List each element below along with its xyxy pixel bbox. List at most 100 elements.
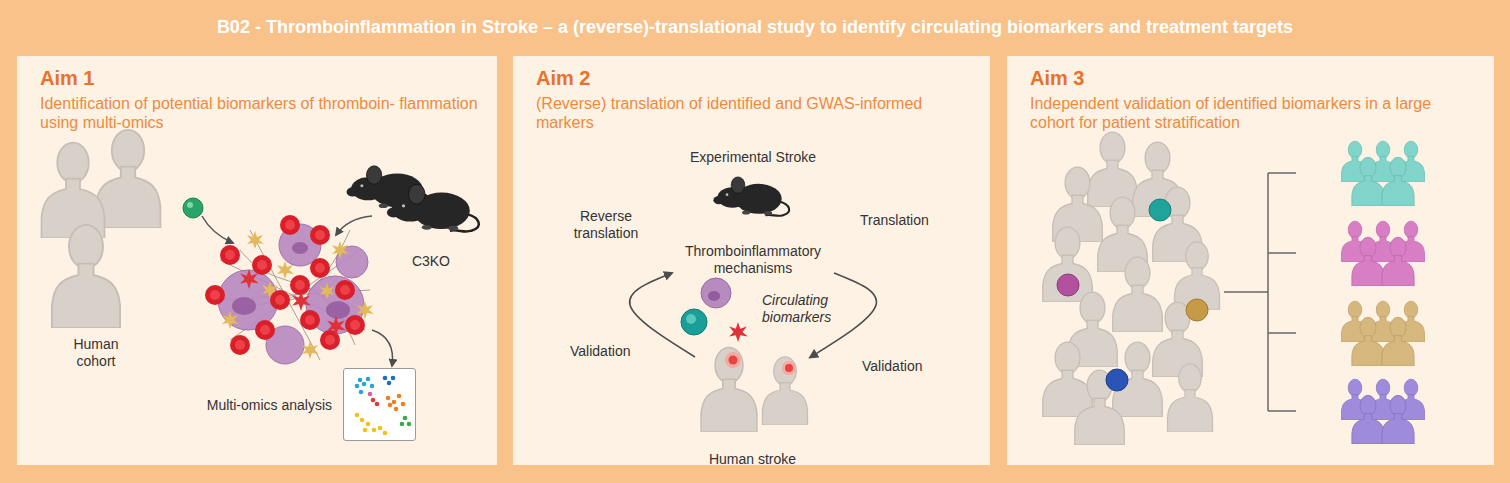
platelet bbox=[222, 311, 239, 329]
person-silhouette bbox=[1043, 227, 1093, 302]
cluster bbox=[386, 394, 406, 412]
figure-label: C3KO bbox=[412, 253, 450, 270]
bracket-line bbox=[1267, 173, 1269, 411]
mouse-icon bbox=[347, 166, 432, 210]
experimental-stroke-group: Experimental StrokeThromboinflammatory m… bbox=[672, 145, 834, 277]
nucleus bbox=[292, 242, 308, 254]
data-point bbox=[383, 376, 388, 381]
red-blood-cell bbox=[230, 335, 250, 355]
figure-label: Experimental Stroke bbox=[672, 149, 834, 166]
cluster bbox=[368, 392, 380, 407]
figure-label: Multi-omics analysis bbox=[196, 397, 332, 414]
person-silhouette bbox=[96, 130, 161, 228]
fibrin-strand bbox=[240, 250, 355, 345]
aim-panel: Human cohortC3KOMulti-omics analysisAim … bbox=[17, 56, 497, 465]
bracket-line bbox=[1224, 291, 1268, 293]
red-blood-cell bbox=[310, 258, 330, 278]
nucleus bbox=[708, 291, 720, 301]
person-silhouette bbox=[1113, 342, 1163, 417]
cluster bbox=[383, 376, 396, 386]
cluster bbox=[355, 377, 375, 395]
person-silhouette bbox=[1043, 342, 1093, 417]
person-silhouette bbox=[1068, 292, 1118, 367]
data-point bbox=[407, 422, 412, 427]
stratification-bracket bbox=[1224, 173, 1296, 411]
red-blood-cell bbox=[255, 320, 275, 340]
leukocyte bbox=[279, 224, 321, 266]
stroke-lesion-glow bbox=[782, 361, 796, 375]
platelet bbox=[262, 281, 279, 299]
data-point bbox=[355, 384, 360, 389]
mouse-icon bbox=[387, 184, 479, 231]
bracket-line bbox=[1268, 332, 1296, 334]
omics-cluster-plot bbox=[355, 376, 412, 436]
data-point bbox=[391, 376, 396, 381]
cluster bbox=[355, 413, 388, 436]
person-silhouette bbox=[763, 357, 808, 425]
human-cohort-figures bbox=[42, 130, 161, 328]
red-blood-cell bbox=[300, 310, 320, 330]
person-silhouette bbox=[1168, 364, 1213, 432]
patient-subgroup bbox=[1342, 221, 1425, 286]
person-silhouette bbox=[1352, 317, 1384, 366]
data-point bbox=[371, 398, 376, 403]
platelet bbox=[302, 341, 319, 359]
patient-subgroup bbox=[1342, 379, 1425, 444]
red-blood-cell bbox=[335, 280, 355, 300]
figure-label: Thromboinflammatory mechanisms bbox=[672, 243, 834, 277]
bracket-line bbox=[1268, 252, 1296, 254]
person-silhouette bbox=[1352, 237, 1384, 286]
dot-highlight bbox=[187, 202, 193, 208]
red-blood-cell bbox=[220, 245, 240, 265]
cycle-arrow bbox=[630, 273, 695, 357]
fibrin-strand bbox=[250, 230, 320, 360]
fibrin-strand bbox=[230, 250, 360, 340]
stroke-lesion bbox=[729, 356, 738, 365]
data-point bbox=[366, 422, 371, 427]
leukocyte bbox=[266, 326, 304, 364]
person-silhouette bbox=[1342, 141, 1369, 182]
data-point bbox=[401, 402, 406, 407]
biomarker-dot bbox=[1149, 199, 1171, 221]
human-stroke-figures bbox=[701, 347, 807, 431]
fibrin-strand bbox=[215, 290, 370, 300]
data-point bbox=[394, 407, 399, 412]
platelets bbox=[222, 231, 374, 359]
person-silhouette bbox=[701, 347, 757, 431]
platelet bbox=[332, 241, 349, 259]
platelet bbox=[247, 231, 264, 249]
person-silhouette bbox=[1370, 141, 1397, 182]
person-silhouette bbox=[1398, 141, 1425, 182]
fibrin-mesh bbox=[215, 230, 370, 360]
leukocyte-nuclei bbox=[232, 242, 350, 319]
flow-arrow bbox=[372, 330, 393, 366]
red-blood-cell bbox=[205, 285, 225, 305]
red-blood-cell bbox=[310, 225, 330, 245]
red-blood-cell bbox=[252, 255, 272, 275]
data-point bbox=[387, 381, 392, 386]
person-silhouette bbox=[1352, 395, 1384, 444]
aim-description: Identification of potential biomarkers o… bbox=[40, 94, 485, 132]
data-point bbox=[397, 394, 402, 399]
red-blood-cell bbox=[270, 290, 290, 310]
mouse-model-group: C3KO bbox=[338, 150, 490, 270]
person-silhouette bbox=[1382, 395, 1414, 444]
person-silhouette bbox=[1133, 142, 1183, 217]
data-point bbox=[403, 416, 408, 421]
red-blood-cell bbox=[345, 315, 365, 335]
person-silhouette bbox=[1088, 132, 1138, 207]
data-point bbox=[358, 378, 363, 383]
platelet bbox=[357, 301, 374, 319]
person-silhouette bbox=[1342, 221, 1369, 262]
data-point bbox=[378, 426, 383, 431]
nucleus bbox=[232, 297, 256, 315]
aim-heading: Aim 1 bbox=[40, 67, 94, 90]
data-point bbox=[355, 413, 360, 418]
cluster bbox=[400, 416, 412, 427]
aim-heading: Aim 3 bbox=[1030, 67, 1084, 90]
page-title: B02 - Thromboinflammation in Stroke – a … bbox=[0, 17, 1510, 38]
data-point bbox=[375, 402, 380, 407]
platelet bbox=[277, 261, 294, 279]
platelet bbox=[320, 283, 335, 299]
